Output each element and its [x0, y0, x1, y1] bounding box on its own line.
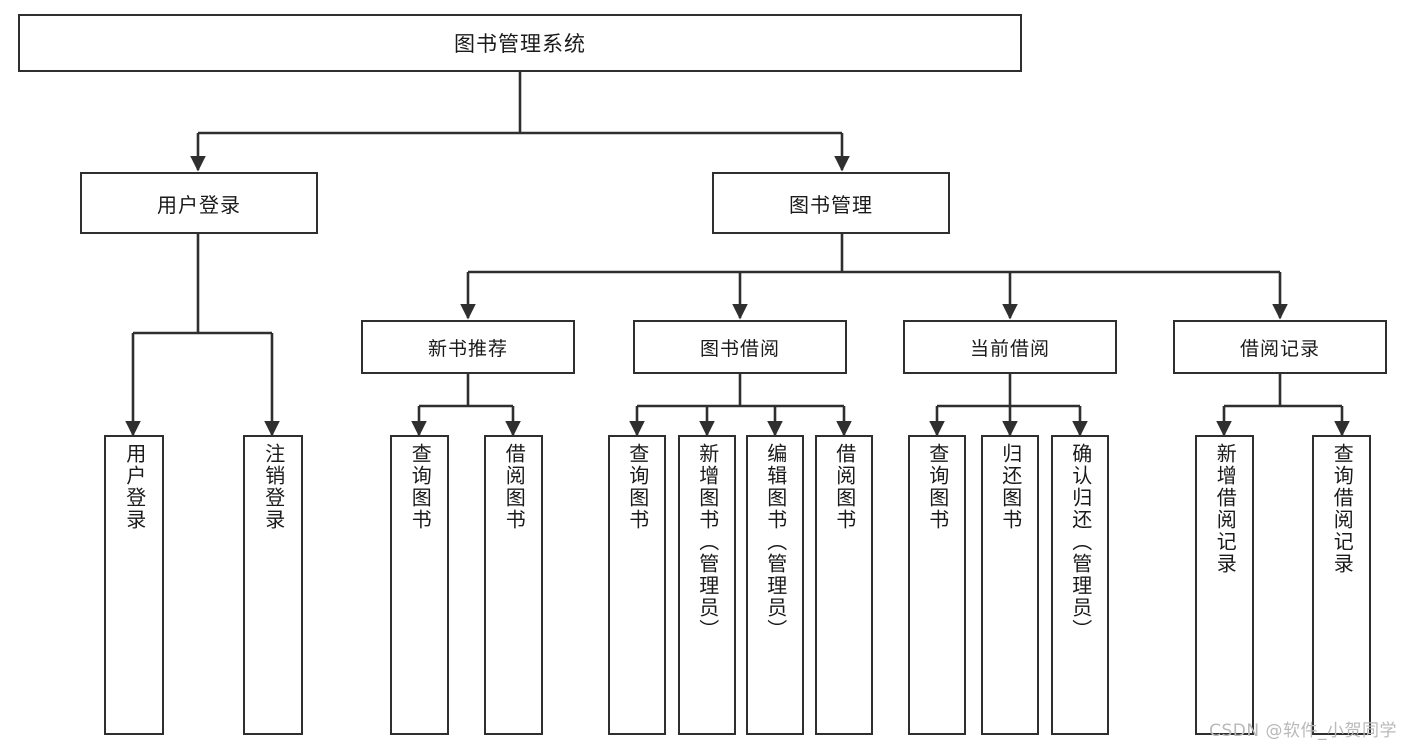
leaf-recommend-query-book[interactable]: 查询图书 [390, 435, 449, 735]
leaf-user-logout[interactable]: 注销登录 [243, 435, 303, 735]
node-root-system[interactable]: 图书管理系统 [18, 14, 1022, 72]
node-label: 查询借阅记录 [1330, 443, 1355, 575]
node-label: 借阅图书 [502, 443, 527, 531]
leaf-borrow-edit-book-admin[interactable]: 编辑图书（管理员） [746, 435, 804, 735]
node-label: 新书推荐 [427, 337, 508, 360]
node-label: 查询图书 [408, 443, 433, 531]
node-label: 用户登录 [122, 443, 147, 531]
node-label: 新增图书（管理员） [695, 443, 720, 641]
leaf-current-query-book[interactable]: 查询图书 [908, 435, 966, 735]
node-label: 图书借阅 [699, 337, 780, 360]
node-label: 归还图书 [998, 443, 1023, 531]
leaf-current-return-book[interactable]: 归还图书 [981, 435, 1039, 735]
leaf-current-confirm-return-admin[interactable]: 确认归还（管理员） [1051, 435, 1109, 735]
leaf-borrow-add-book-admin[interactable]: 新增图书（管理员） [678, 435, 736, 735]
node-label: 借阅记录 [1239, 337, 1320, 360]
node-book-management[interactable]: 图书管理 [712, 172, 950, 234]
node-label: 查询图书 [925, 443, 950, 531]
node-label: 编辑图书（管理员） [763, 443, 788, 641]
leaf-record-add-record[interactable]: 新增借阅记录 [1195, 435, 1254, 735]
node-label: 图书管理 [789, 192, 873, 217]
leaf-borrow-borrow-book[interactable]: 借阅图书 [815, 435, 873, 735]
watermark: CSDN @软件_小贺同学 [1209, 721, 1397, 741]
node-label: 用户登录 [157, 192, 241, 217]
node-new-book-recommend[interactable]: 新书推荐 [361, 320, 575, 374]
node-book-borrow[interactable]: 图书借阅 [633, 320, 847, 374]
node-label: 当前借阅 [969, 337, 1050, 360]
node-label: 确认归还（管理员） [1068, 443, 1093, 641]
leaf-recommend-borrow-book[interactable]: 借阅图书 [484, 435, 543, 735]
leaf-record-query-record[interactable]: 查询借阅记录 [1312, 435, 1371, 735]
leaf-user-login[interactable]: 用户登录 [104, 435, 164, 735]
node-current-borrow[interactable]: 当前借阅 [903, 320, 1117, 374]
node-label: 新增借阅记录 [1213, 443, 1238, 575]
leaf-borrow-query-book[interactable]: 查询图书 [608, 435, 666, 735]
node-label: 借阅图书 [832, 443, 857, 531]
node-user-login[interactable]: 用户登录 [80, 172, 318, 234]
node-label: 注销登录 [261, 443, 286, 531]
node-borrow-record[interactable]: 借阅记录 [1173, 320, 1387, 374]
node-label: 图书管理系统 [454, 32, 586, 56]
node-label: 查询图书 [625, 443, 650, 531]
